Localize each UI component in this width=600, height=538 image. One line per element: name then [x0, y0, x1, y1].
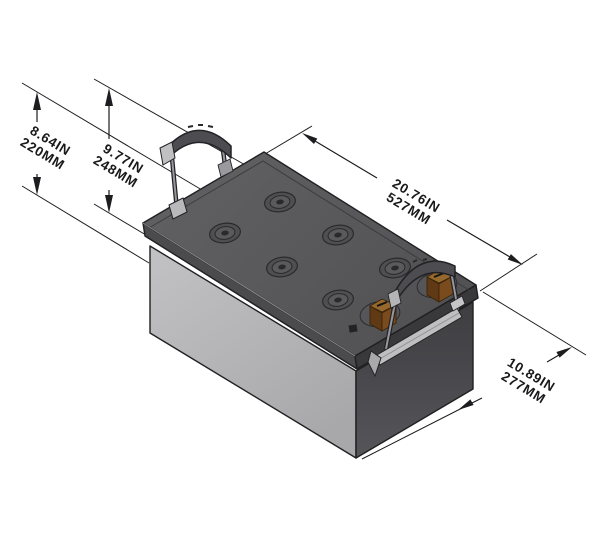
left-handle [159, 124, 234, 220]
dim-line [314, 140, 511, 258]
right-handle-end-fitting [387, 288, 402, 309]
vent-cap [379, 257, 411, 279]
vent-cap [264, 191, 296, 213]
vent-cap [322, 289, 354, 311]
right-handle-grip-ribs [412, 258, 437, 263]
left-handle-end-fitting [159, 141, 176, 166]
lid-back-inner-edge [148, 160, 473, 293]
arrow-down-icon [33, 177, 41, 195]
dim-text-total-height: 9.77IN 248MM [91, 141, 147, 191]
dim-text-width: 10.89IN 277MM [499, 355, 558, 407]
vent-cap [322, 224, 354, 246]
left-handle-bracket [217, 158, 234, 178]
dim-case-height: 8.64IN 220MM [18, 92, 74, 195]
ext-line-length-left [259, 125, 313, 158]
ext-line-width-far [482, 291, 587, 356]
dim-total-height: 9.77IN 248MM [91, 88, 147, 213]
arrow-upleft-icon [302, 133, 318, 144]
vent-caps [209, 191, 411, 311]
dim-text-case-height: 8.64IN 220MM [18, 123, 74, 173]
left-handle-grip [162, 129, 232, 165]
arrow-upright-icon [556, 347, 572, 358]
right-handle-bracket-inner-line [377, 312, 460, 361]
left-handle-bracket [168, 197, 188, 220]
dim-width: 10.89IN 277MM [458, 347, 572, 410]
right-handle [367, 258, 466, 378]
ext-line-width-near [361, 402, 473, 460]
left-handle-grip-ribs [187, 124, 214, 128]
right-handle-clip [449, 295, 466, 312]
ext-line-length-right [479, 253, 538, 292]
right-handle-grip [391, 260, 456, 310]
lid-front-highlight-edge [142, 222, 356, 357]
right-handle-foot [367, 350, 382, 378]
vent-cap [266, 256, 298, 278]
vent-cap [209, 222, 241, 244]
terminal-slot [376, 301, 388, 307]
vent-hole [348, 324, 358, 333]
arrow-down-icon [105, 195, 113, 213]
arrow-downright-icon [507, 254, 523, 265]
arrow-up-icon [33, 92, 41, 110]
arrow-downleft-icon [458, 399, 474, 410]
dim-text-length: 20.76IN 527MM [384, 176, 443, 228]
arrow-up-icon [105, 88, 113, 106]
ext-line-total-height-bottom [93, 203, 152, 239]
ext-line-case-height-bottom [21, 185, 150, 264]
